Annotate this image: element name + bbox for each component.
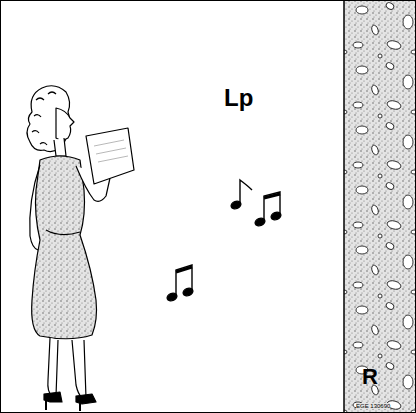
reflection-label: R <box>362 366 378 388</box>
music-notes <box>166 180 282 302</box>
figure-code: EGE 130690 <box>356 403 390 409</box>
sound-pressure-label: Lp <box>224 86 253 110</box>
concrete-wall <box>344 0 415 413</box>
singer-figure <box>27 86 134 411</box>
